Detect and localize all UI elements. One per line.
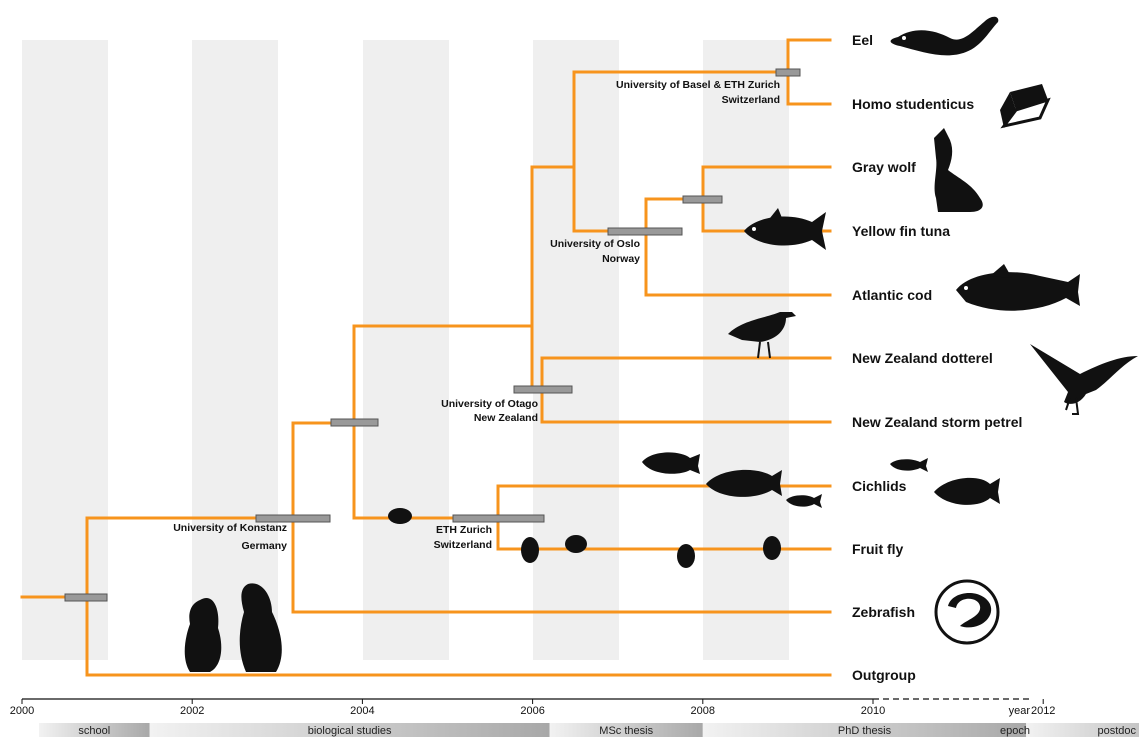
node-basel-line1: University of Basel & ETH Zurich — [616, 79, 780, 91]
book-icon — [1000, 84, 1048, 128]
node-oslo-line1: University of Oslo — [550, 238, 640, 250]
tip-label-fruitfly: Fruit fly — [852, 541, 904, 557]
band-2004 — [192, 40, 278, 660]
axis-tick-label: 2006 — [520, 705, 544, 717]
epoch-label: epoch — [1000, 725, 1030, 737]
node-konstanz-line1: University of Konstanz — [173, 522, 287, 534]
band-2008 — [363, 40, 449, 660]
tip-label-zebrafish: Zebrafish — [852, 604, 915, 620]
axis-unit-label: year — [1009, 705, 1031, 717]
band-2000 — [22, 40, 108, 660]
node-oslo-line2: Norway — [602, 253, 640, 265]
eel-icon — [891, 17, 999, 56]
storm-petrel-icon — [1030, 344, 1138, 414]
howling-wolf-icon — [934, 128, 983, 212]
ci-bar-msc — [331, 419, 378, 426]
zebrafish-embryo-icon — [936, 581, 998, 643]
tip-label-homo: Homo studenticus — [852, 96, 974, 112]
tip-label-cod: Atlantic cod — [852, 287, 932, 303]
tip-label-dotterel: New Zealand dotterel — [852, 350, 993, 366]
tip-labels: Eel Homo studenticus Gray wolf Yellow fi… — [852, 32, 1022, 683]
ci-bar-eth — [453, 515, 544, 522]
ci-bar-root — [65, 594, 107, 601]
band-2016 — [703, 40, 789, 660]
axis-tick-label: 2000 — [10, 705, 34, 717]
ci-bar-oslo — [608, 228, 682, 235]
node-otago-line1: University of Otago — [441, 398, 538, 410]
tip-label-eel: Eel — [852, 32, 873, 48]
tip-label-cichlids: Cichlids — [852, 478, 907, 494]
axis-ticks: 2000200220042006200820102012201420162018… — [10, 699, 1139, 717]
cichlid-icon — [642, 452, 1000, 508]
axis-tick-label: 2004 — [350, 705, 374, 717]
tip-label-wolf: Gray wolf — [852, 159, 916, 175]
ci-bar-otago — [514, 386, 572, 393]
node-eth-line2: Switzerland — [434, 539, 492, 551]
epoch-segment-label: MSc thesis — [599, 725, 653, 737]
node-basel-line2: Switzerland — [722, 94, 780, 106]
ci-bar-konstanz — [256, 515, 330, 522]
axis-tick-label: 2008 — [691, 705, 715, 717]
tip-label-outgroup: Outgroup — [852, 667, 916, 683]
epoch-segment-label: postdoc I — [1097, 725, 1139, 737]
epoch-segment-label: PhD thesis — [838, 725, 892, 737]
time-axis: 2000200220042006200820102012201420162018… — [10, 699, 1139, 717]
cod-icon — [956, 264, 1080, 311]
axis-tick-label: 2010 — [861, 705, 885, 717]
axis-tick-label: 2012 — [1031, 705, 1055, 717]
epoch-segment-label: biological studies — [308, 725, 392, 737]
tip-label-petrel: New Zealand storm petrel — [852, 414, 1022, 430]
node-eth-line1: ETH Zurich — [436, 524, 492, 536]
background-bands — [22, 40, 789, 660]
ci-bar-wolf-tuna — [683, 196, 722, 203]
ci-bar-basel — [776, 69, 800, 76]
node-konstanz-line2: Germany — [241, 540, 287, 552]
epoch-bar: school biological studies MSc thesis PhD th… — [39, 723, 1139, 737]
epoch-segment-label: school — [78, 725, 110, 737]
tip-label-tuna: Yellow fin tuna — [852, 223, 950, 239]
axis-tick-label: 2002 — [180, 705, 204, 717]
node-otago-line2: New Zealand — [474, 412, 538, 424]
band-2012 — [533, 40, 619, 660]
